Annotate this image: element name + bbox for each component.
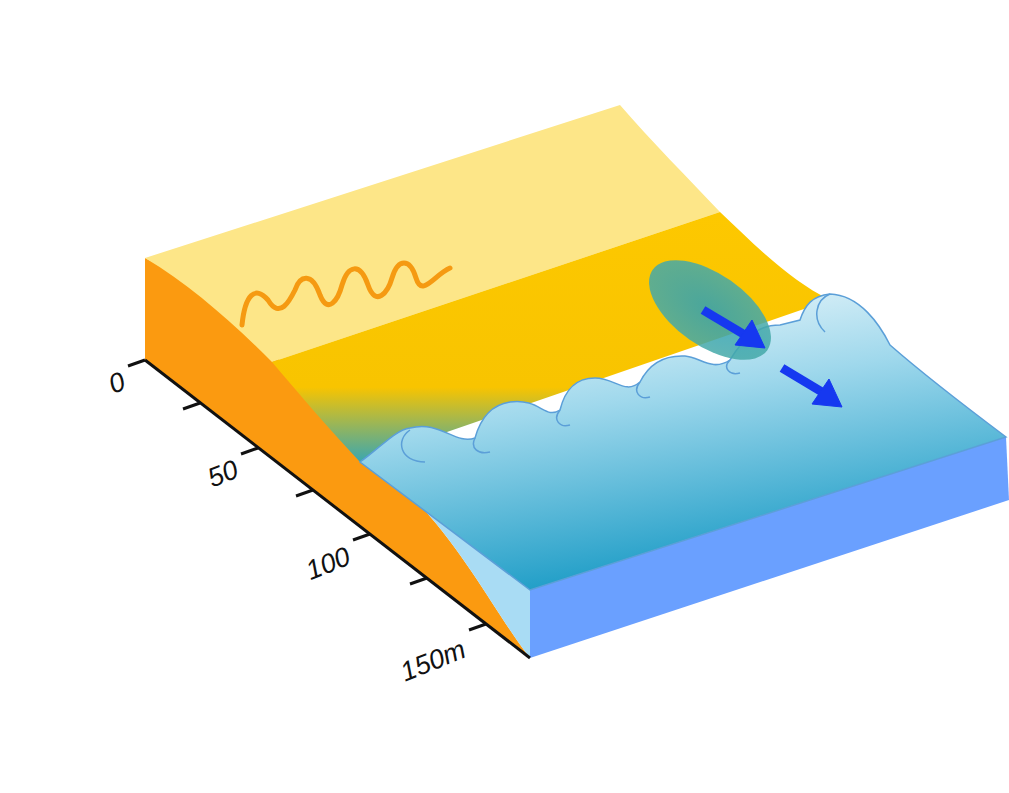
axis-label: 50 bbox=[204, 455, 242, 491]
wind-symbol bbox=[242, 263, 450, 325]
axis-label: 100 bbox=[302, 542, 354, 584]
sea-surface bbox=[360, 294, 1006, 590]
axis-label: 0 bbox=[105, 367, 129, 398]
distance-axis bbox=[128, 360, 530, 658]
rip-current-zone bbox=[632, 240, 788, 379]
rip-current-arrows bbox=[703, 310, 842, 407]
axis-label: 150m bbox=[397, 635, 470, 685]
